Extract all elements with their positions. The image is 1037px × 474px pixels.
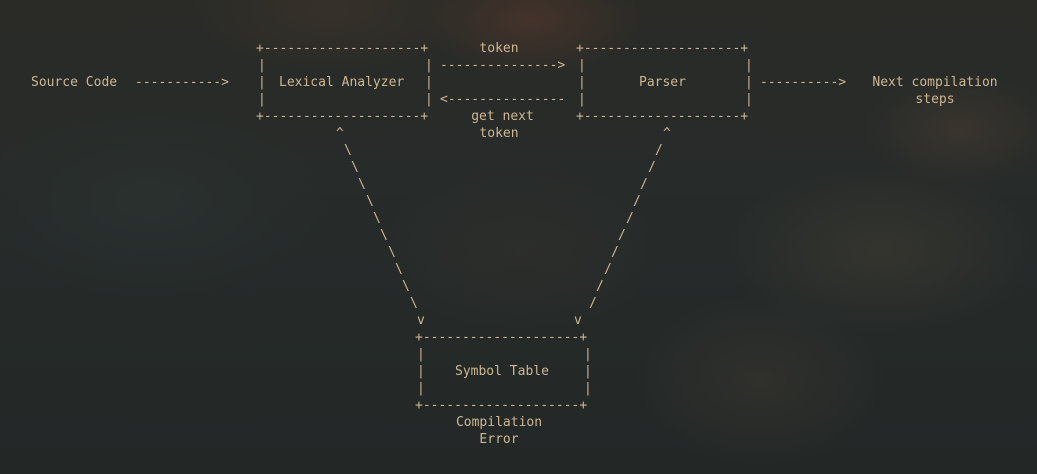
arrow-lexer-to-parser: --------------->	[440, 58, 566, 73]
get-next-label-line2: token	[479, 126, 519, 141]
source-code-label: Source Code	[31, 75, 118, 90]
symbol-table-box-left-1: |	[417, 347, 425, 362]
right-diagonal-5: /	[626, 211, 634, 226]
lexer-box-bottom: +--------------------+	[256, 109, 429, 124]
right-diagonal-7: /	[611, 245, 619, 260]
symbol-table-vee-left: v	[417, 313, 425, 328]
symbol-table-box-left-2: |	[417, 364, 425, 379]
lexer-box-right-3: |	[425, 92, 433, 107]
symbol-table-box-right-1: |	[584, 347, 592, 362]
lexer-caret: ^	[336, 126, 344, 141]
compilation-error-line2: Error	[479, 432, 519, 447]
parser-box-right-2: |	[745, 75, 753, 90]
compilation-error-line1: Compilation	[455, 415, 543, 430]
parser-label: Parser	[639, 75, 686, 90]
arrow-parser-to-next: ---------->	[760, 75, 847, 90]
left-diagonal-8: \	[395, 262, 403, 277]
symbol-table-vee-right: v	[574, 313, 582, 328]
symbol-table-box-top: +--------------------+	[415, 330, 588, 345]
next-steps-label-line2: steps	[915, 92, 955, 107]
symbol-table-box-right-2: |	[584, 364, 592, 379]
parser-box-right-3: |	[745, 92, 753, 107]
symbol-table-box-right-3: |	[584, 381, 592, 396]
right-diagonal-8: /	[604, 262, 612, 277]
right-diagonal-1: /	[655, 143, 663, 158]
left-diagonal-10: \	[410, 296, 418, 311]
right-diagonal-9: /	[596, 279, 604, 294]
left-diagonal-3: \	[358, 177, 366, 192]
lexical-analyzer-label: Lexical Analyzer	[279, 75, 405, 90]
arrow-parser-to-lexer: <---------------	[440, 92, 566, 107]
symbol-table-box-left-3: |	[417, 381, 425, 396]
parser-box-left-3: |	[578, 92, 586, 107]
parser-box-right-1: |	[745, 58, 753, 73]
left-diagonal-6: \	[380, 228, 388, 243]
token-label: token	[479, 41, 519, 56]
left-diagonal-5: \	[373, 211, 381, 226]
right-diagonal-3: /	[640, 177, 648, 192]
parser-caret: ^	[663, 126, 671, 141]
left-diagonal-2: \	[351, 160, 359, 175]
lexer-box-right-2: |	[425, 75, 433, 90]
parser-box-top: +--------------------+	[576, 41, 749, 56]
right-diagonal-6: /	[618, 228, 626, 243]
lexer-box-top: +--------------------+	[256, 41, 429, 56]
parser-box-left-2: |	[578, 75, 586, 90]
right-diagonal-10: /	[589, 296, 597, 311]
lexer-box-left-3: |	[258, 92, 266, 107]
right-diagonal-4: /	[633, 194, 641, 209]
lexer-box-left-1: |	[258, 58, 266, 73]
next-steps-label-line1: Next compilation	[872, 75, 998, 90]
parser-box-left-1: |	[578, 58, 586, 73]
left-diagonal-7: \	[388, 245, 396, 260]
symbol-table-label: Symbol Table	[455, 364, 549, 379]
parser-box-bottom: +--------------------+	[576, 109, 749, 124]
lexer-box-left-2: |	[258, 75, 266, 90]
symbol-table-box-bottom: +--------------------+	[415, 398, 588, 413]
left-diagonal-1: \	[344, 143, 352, 158]
left-diagonal-9: \	[402, 279, 410, 294]
get-next-label-line1: get next	[471, 109, 534, 124]
lexer-box-right-1: |	[425, 58, 433, 73]
right-diagonal-2: /	[648, 160, 656, 175]
arrow-source-to-lexer: ----------->	[135, 75, 229, 90]
left-diagonal-4: \	[366, 194, 374, 209]
